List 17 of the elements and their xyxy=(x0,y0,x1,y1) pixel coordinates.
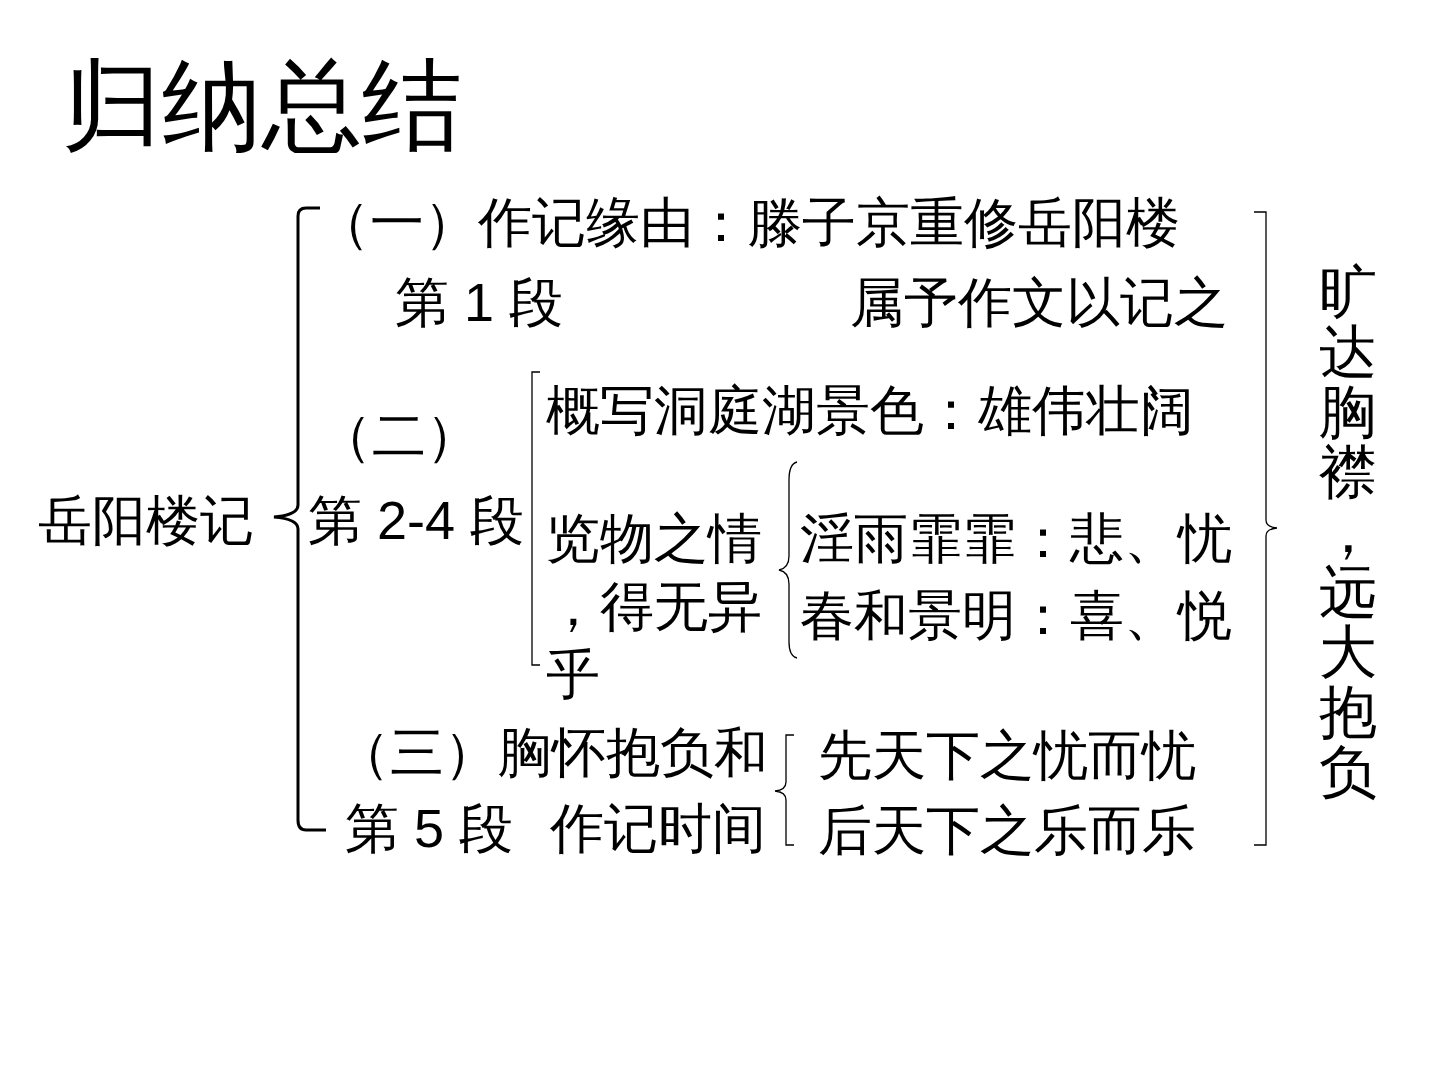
topic-label: 岳阳楼记 xyxy=(38,489,254,552)
section-heading: （三）胸怀抱负和 xyxy=(336,721,768,784)
paragraph-label: 第 5 段 xyxy=(345,797,514,860)
slide-title: 归纳总结 xyxy=(62,46,462,166)
outline-item: 春和景明：喜、悦 xyxy=(800,584,1232,647)
outline-item: 概写洞庭湖景色：雄伟壮阔 xyxy=(546,379,1194,442)
section-heading: （一）作记缘由：滕子京重修岳阳楼 xyxy=(316,191,1180,254)
outline-item: 览物之情，得无异乎 xyxy=(546,507,763,706)
summary-text: 旷达胸襟，远大抱负 xyxy=(1318,262,1378,802)
section-heading: （二） xyxy=(318,404,480,467)
outline-item: 先天下之忧而忧 xyxy=(818,724,1196,787)
outline-item: 淫雨霏霏：悲、忧 xyxy=(800,507,1232,570)
section-detail: 属予作文以记之 xyxy=(850,271,1228,334)
paragraph-label: 第 1 段 xyxy=(395,271,564,334)
outline-item: 后天下之乐而乐 xyxy=(818,799,1196,862)
section-detail: 作记时间 xyxy=(550,797,766,860)
paragraph-label: 第 2-4 段 xyxy=(308,489,525,552)
